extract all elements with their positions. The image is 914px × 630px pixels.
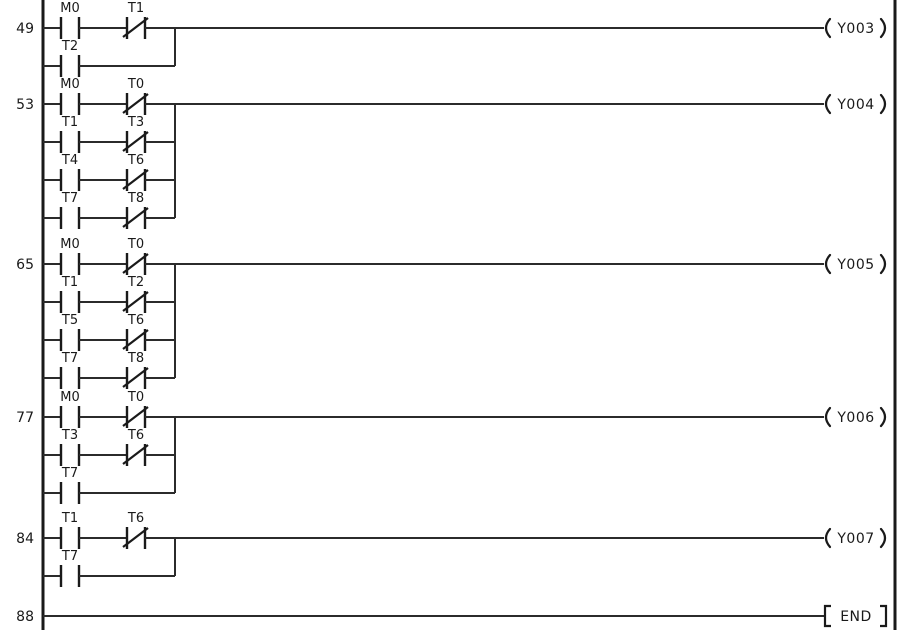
coil-label-Y003: Y003	[836, 21, 874, 37]
rung-65-row-4[interactable]: T7 T8	[43, 351, 175, 389]
coil-open-paren	[824, 93, 832, 115]
rung-84-row-1[interactable]: T1 T6	[43, 511, 824, 549]
contact-label-T0: T0	[127, 390, 144, 405]
contact-label-T8: T8	[127, 351, 144, 366]
coil-label-Y005: Y005	[836, 257, 874, 273]
output-Y006[interactable]: Y006	[824, 406, 887, 428]
contact-label-T2: T2	[127, 275, 144, 290]
contact-label-T6: T6	[127, 511, 144, 526]
contact-slash	[122, 17, 149, 38]
contact-label-T4: T4	[61, 153, 78, 168]
coil-close-paren	[879, 406, 887, 428]
contact-label-T8: T8	[127, 191, 144, 206]
contact-label-T1: T1	[61, 115, 78, 130]
contact-label-M0: M0	[60, 390, 80, 405]
contact-slash	[122, 169, 149, 190]
coil-close-paren	[879, 527, 887, 549]
contact-slash	[122, 93, 149, 114]
output-Y005[interactable]: Y005	[824, 253, 887, 275]
output-END[interactable]: END	[823, 604, 888, 628]
output-Y007[interactable]: Y007	[824, 527, 887, 549]
contact-label-T6: T6	[127, 153, 144, 168]
rung-53-row-2[interactable]: T1 T3	[43, 115, 175, 153]
coil-close-paren	[879, 253, 887, 275]
contact-slash	[122, 329, 149, 350]
contact-slash	[122, 367, 149, 388]
contact-label-T7: T7	[61, 191, 78, 206]
rung-number-65: 65	[16, 257, 34, 273]
contact-label-T6: T6	[127, 428, 144, 443]
rung-77-row-3[interactable]: T7	[43, 466, 175, 504]
coil-close-paren	[879, 93, 887, 115]
rung-84-row-2[interactable]: T7	[43, 549, 175, 587]
contact-label-T0: T0	[127, 237, 144, 252]
contact-slash	[122, 131, 149, 152]
contact-slash	[122, 207, 149, 228]
contact-label-T7: T7	[61, 351, 78, 366]
rung-49-row-2[interactable]: T2	[43, 39, 175, 77]
rung-number-49: 49	[16, 21, 34, 37]
contact-label-T3: T3	[61, 428, 78, 443]
coil-open-paren	[824, 406, 832, 428]
instruction-open-bracket	[823, 604, 831, 628]
rung-number-77: 77	[16, 410, 34, 426]
coil-label-Y004: Y004	[836, 97, 874, 113]
rung-65-row-1[interactable]: M0 T0	[43, 237, 824, 275]
output-Y003[interactable]: Y003	[824, 17, 887, 39]
instruction-label-END: END	[840, 609, 872, 625]
contact-label-M0: M0	[60, 1, 80, 16]
coil-open-paren	[824, 253, 832, 275]
rung-53-row-1[interactable]: M0 T0	[43, 77, 824, 115]
contact-label-T2: T2	[61, 39, 78, 54]
contact-label-T7: T7	[61, 549, 78, 564]
rung-53-row-3[interactable]: T4 T6	[43, 153, 175, 191]
coil-open-paren	[824, 17, 832, 39]
contact-label-M0: M0	[60, 77, 80, 92]
rung-number-84: 84	[16, 531, 34, 547]
output-Y004[interactable]: Y004	[824, 93, 887, 115]
rung-49-row-1[interactable]: M0 T1	[43, 1, 824, 39]
contact-label-T1: T1	[61, 275, 78, 290]
contact-label-T3: T3	[127, 115, 144, 130]
instruction-close-bracket	[880, 604, 888, 628]
rung-88[interactable]: 88 END	[16, 604, 888, 628]
contact-label-T5: T5	[61, 313, 78, 328]
contact-slash	[122, 291, 149, 312]
coil-label-Y006: Y006	[836, 410, 874, 426]
rung-53-row-4[interactable]: T7 T8	[43, 191, 175, 229]
rung-number-88: 88	[16, 609, 34, 625]
rung-77-row-2[interactable]: T3 T6	[43, 428, 175, 466]
contact-label-M0: M0	[60, 237, 80, 252]
contact-label-T1: T1	[127, 1, 144, 16]
coil-close-paren	[879, 17, 887, 39]
contact-label-T1: T1	[61, 511, 78, 526]
rung-77-row-1[interactable]: M0 T0	[43, 390, 824, 428]
contact-label-T7: T7	[61, 466, 78, 481]
contact-slash	[122, 253, 149, 274]
rung-65-row-2[interactable]: T1 T2	[43, 275, 175, 313]
contact-label-T6: T6	[127, 313, 144, 328]
coil-label-Y007: Y007	[836, 531, 874, 547]
contact-label-T0: T0	[127, 77, 144, 92]
rung-number-53: 53	[16, 97, 34, 113]
rung-65-row-3[interactable]: T5 T6	[43, 313, 175, 351]
coil-open-paren	[824, 527, 832, 549]
contact-slash	[122, 527, 149, 548]
contact-slash	[122, 406, 149, 427]
contact-slash	[122, 444, 149, 465]
